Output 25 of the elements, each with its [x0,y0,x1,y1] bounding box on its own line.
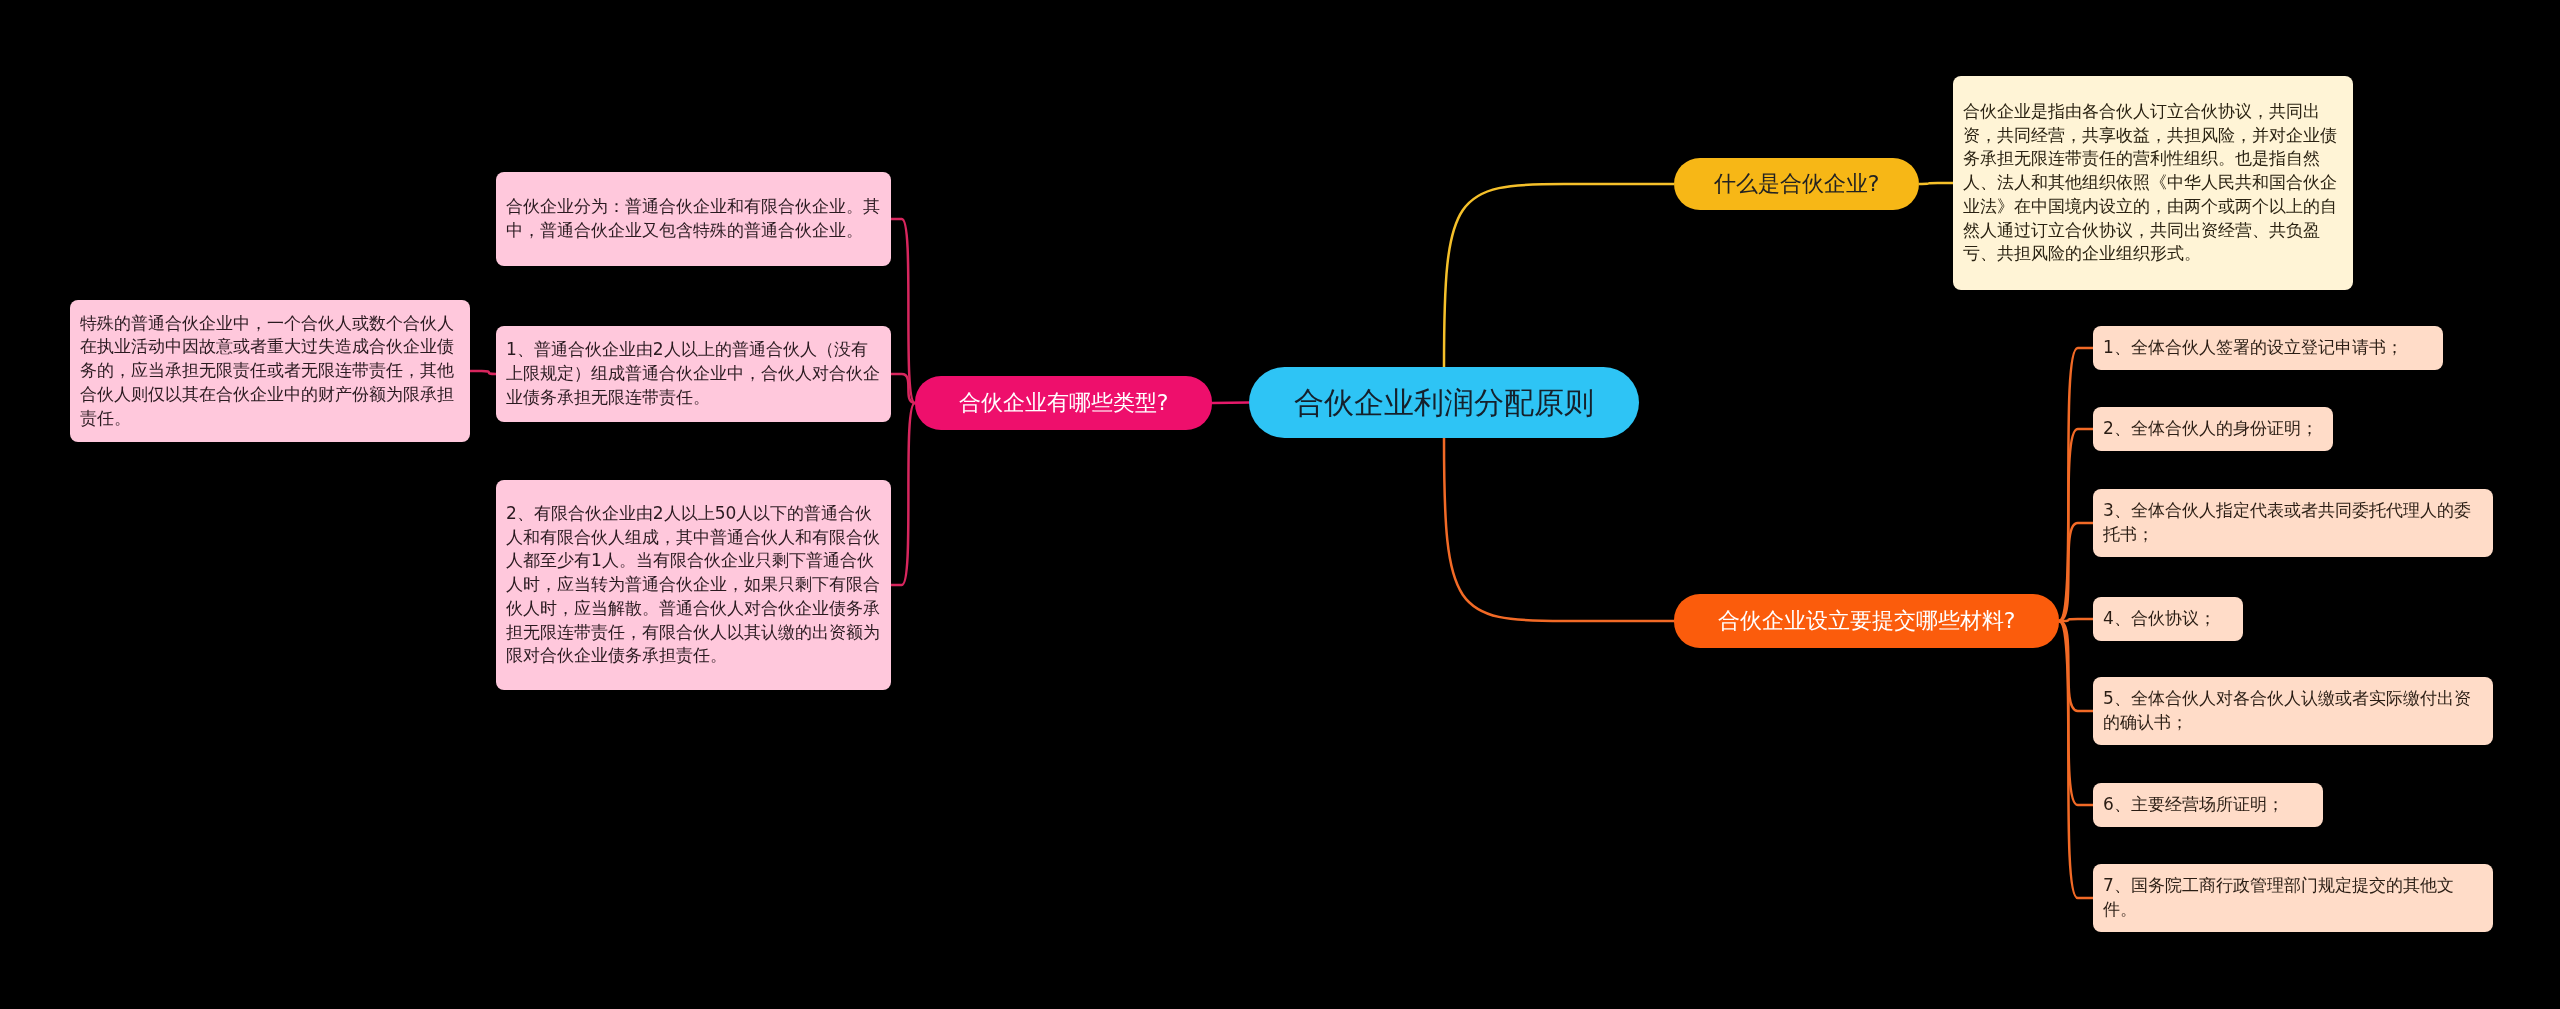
topic-pill: 合伙企业设立要提交哪些材料? [1674,594,2059,648]
subtopic-box: 5、全体合伙人对各合伙人认缴或者实际缴付出资的确认书； [2093,677,2493,745]
connector-line [1919,181,1953,186]
subtopic-box: 1、普通合伙企业由2人以上的普通合伙人（没有上限规定）组成普通合伙企业中，合伙人对合伙企业债务承担无限连带责任。 [496,326,891,422]
connector-line [1442,438,1674,623]
subtopic-box: 合伙企业分为：普通合伙企业和有限合伙企业。其中，普通合伙企业又包含特殊的普通合伙企业。 [496,172,891,266]
connector-line [2059,617,2093,623]
subtopic-box: 2、全体合伙人的身份证明； [2093,407,2333,451]
connector-line [470,369,497,376]
subtopic-box: 4、合伙协议； [2093,597,2243,641]
subtopic-box: 3、全体合伙人指定代表或者共同委托代理人的委托书； [2093,489,2493,557]
subtopic-box: 6、主要经营场所证明； [2093,783,2323,827]
note-box: 合伙企业是指由各合伙人订立合伙协议，共同出资，共同经营，共享收益，共担风险，并对企业债务承担无限连带责任的营利性组织。也是指自然人、法人和其他组织依照《中华人民共和国合伙企业法》在中国境内设立的，由两个或两个以上的自然人通过订立合伙协议，共同出资经营、共负盈亏、共担风险的企业组织形式。 [1953,76,2353,290]
subtopic-box: 特殊的普通合伙企业中，一个合伙人或数个合伙人在执业活动中因故意或者重大过失造成合伙企业债务的，应当承担无限责任或者无限连带责任，其他合伙人则仅以其在合伙企业中的财产份额为限承担责任。 [70,300,470,442]
subtopic-box: 7、国务院工商行政管理部门规定提交的其他文件。 [2093,864,2493,932]
subtopic-box: 2、有限合伙企业由2人以上50人以下的普通合伙人和有限合伙人组成，其中普通合伙人和有限合伙人都至少有1人。当有限合伙企业只剩下普通合伙人时，应当转为普通合伙企业，如果只剩下有限合伙人时，应当解散。普通合伙人对合伙企业债务承担无限连带责任，有限合伙人以其认缴的出资额为限对合伙企业债务承担责任。 [496,480,891,690]
connector-line [1442,182,1674,367]
central-topic: 合伙企业利润分配原则 [1249,367,1639,438]
connector-line [2058,620,2093,900]
connector-line [891,372,916,405]
connector-line [2058,427,2093,622]
subtopic-box: 1、全体合伙人签署的设立登记申请书； [2093,326,2443,370]
topic-pill: 什么是合伙企业? [1674,158,1919,210]
topic-pill: 合伙企业有哪些类型? [915,376,1212,430]
connector-line [1212,401,1249,405]
